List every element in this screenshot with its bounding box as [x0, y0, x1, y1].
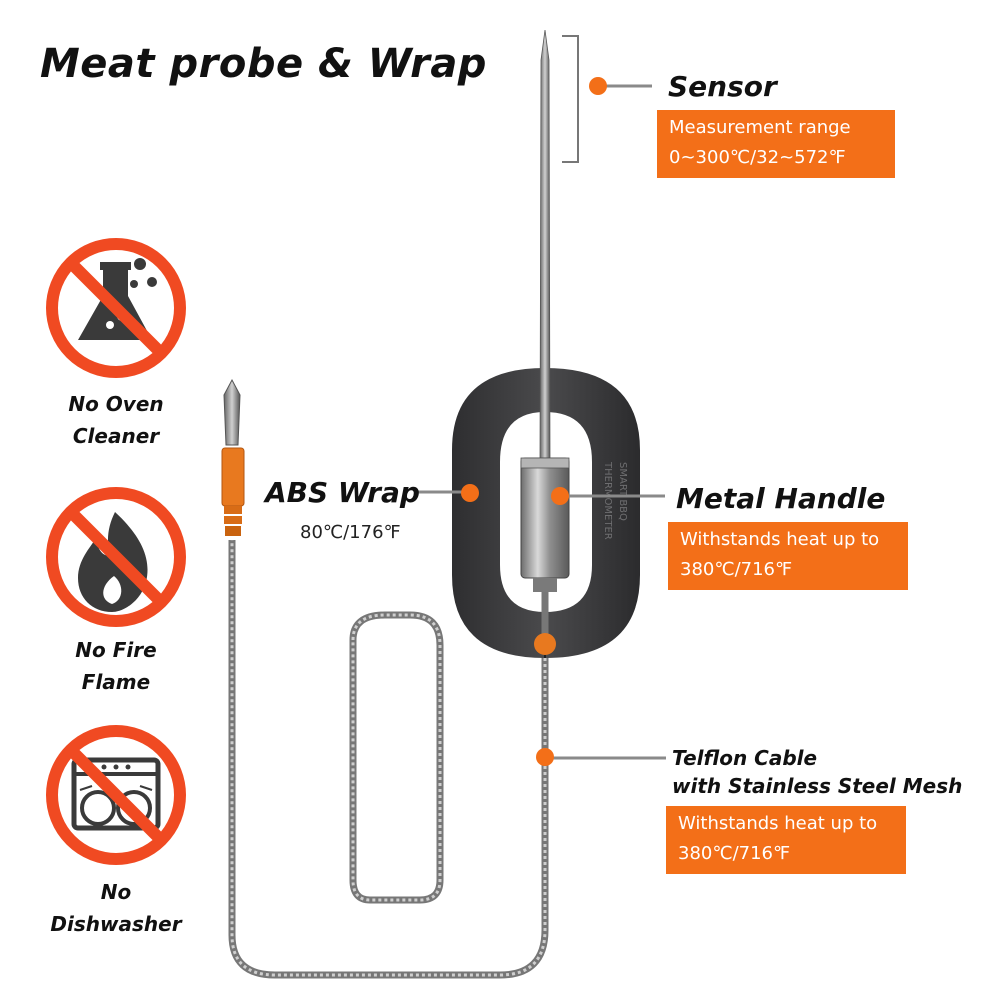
warning-caption-dishwasher: No Dishwasher	[31, 876, 201, 940]
page-title: Meat probe & Wrap	[40, 41, 487, 87]
cable-marker	[536, 748, 554, 766]
caption-line: Dishwasher	[50, 912, 182, 936]
abs-wrap-label: ABS Wrap	[265, 476, 420, 509]
caption-line: Flame	[81, 670, 151, 694]
probe-rod	[539, 29, 551, 461]
caption-line: No Fire	[75, 638, 157, 662]
cable-spec-line: Withstands heat up to	[678, 813, 878, 834]
sensor-label: Sensor	[668, 70, 777, 103]
metal-handle-marker	[551, 487, 569, 505]
metal-handle-spec-box: Withstands heat up to 380℃/716℉	[668, 522, 908, 590]
plug-connector	[221, 378, 245, 536]
cable-spec-box: Withstands heat up to 380℃/716℉	[666, 806, 906, 874]
sensor-spec-line: 0~300℃/32~572℉	[669, 147, 846, 168]
abs-wrap-marker	[461, 484, 479, 502]
caption-line: No	[100, 880, 132, 904]
no-dishwasher-icon	[46, 725, 186, 865]
no-oven-cleaner-icon	[46, 238, 186, 378]
sensor-bracket	[562, 35, 579, 163]
no-fire-flame-icon	[46, 487, 186, 627]
warning-caption-fire-flame: No Fire Flame	[31, 634, 201, 698]
warning-caption-oven-cleaner: No Oven Cleaner	[31, 388, 201, 452]
sensor-spec-line: Measurement range	[669, 117, 851, 138]
caption-line: No Oven	[68, 392, 164, 416]
sensor-marker	[589, 77, 607, 95]
cable-spec-line: 380℃/716℉	[678, 843, 791, 864]
cable-label-line: with Stainless Steel Mesh	[672, 774, 963, 798]
cable-label: Telflon Cable with Stainless Steel Mesh	[672, 744, 962, 800]
abs-wrap-spec: 80℃/176℉	[300, 522, 401, 543]
sensor-spec-box: Measurement range 0~300℃/32~572℉	[657, 110, 895, 178]
svg-text:SMART BBQ: SMART BBQ	[617, 462, 628, 521]
svg-text:THERMOMETER: THERMOMETER	[602, 461, 613, 540]
cable-bead	[534, 633, 556, 655]
cable-label-line: Telflon Cable	[672, 746, 818, 770]
caption-line: Cleaner	[72, 424, 160, 448]
metal-handle-spec-line: Withstands heat up to	[680, 529, 880, 550]
metal-handle-spec-line: 380℃/716℉	[680, 559, 793, 580]
metal-handle-label: Metal Handle	[676, 482, 886, 515]
steel-mesh-cable	[228, 540, 549, 979]
